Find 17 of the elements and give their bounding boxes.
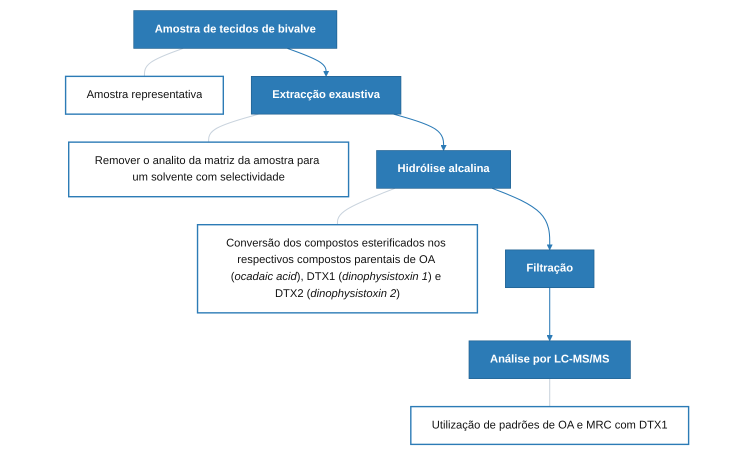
connector xyxy=(144,48,184,76)
connector xyxy=(550,378,551,407)
node-box: Amostra de tecidos de bivalve xyxy=(134,10,338,49)
arrow xyxy=(547,288,554,342)
connector xyxy=(337,188,396,225)
node-box: Análise por LC-MS/MS xyxy=(469,340,632,379)
node-box: Hidrólise alcalina xyxy=(376,150,512,189)
node-box: Remover o analito da matriz da amostra para um solvente com selectividade xyxy=(68,141,350,198)
node-box: Utilização de padrões de OA e MRC com DTX1 xyxy=(410,406,690,446)
node-box: Conversão dos compostos esterificados nos respectivos compostos parentais de OA (ocadaic acid), DTX1 (dinophysistoxin 1) e DTX2 (dinophysistoxin 2) xyxy=(197,224,478,314)
arrow xyxy=(394,114,448,151)
node-box: Filtração xyxy=(505,250,595,288)
node-box: Extracção exaustiva xyxy=(251,76,402,114)
node-box: Amostra representativa xyxy=(65,76,224,115)
arrow xyxy=(492,188,554,250)
arrow xyxy=(288,48,330,77)
connector xyxy=(208,114,260,142)
